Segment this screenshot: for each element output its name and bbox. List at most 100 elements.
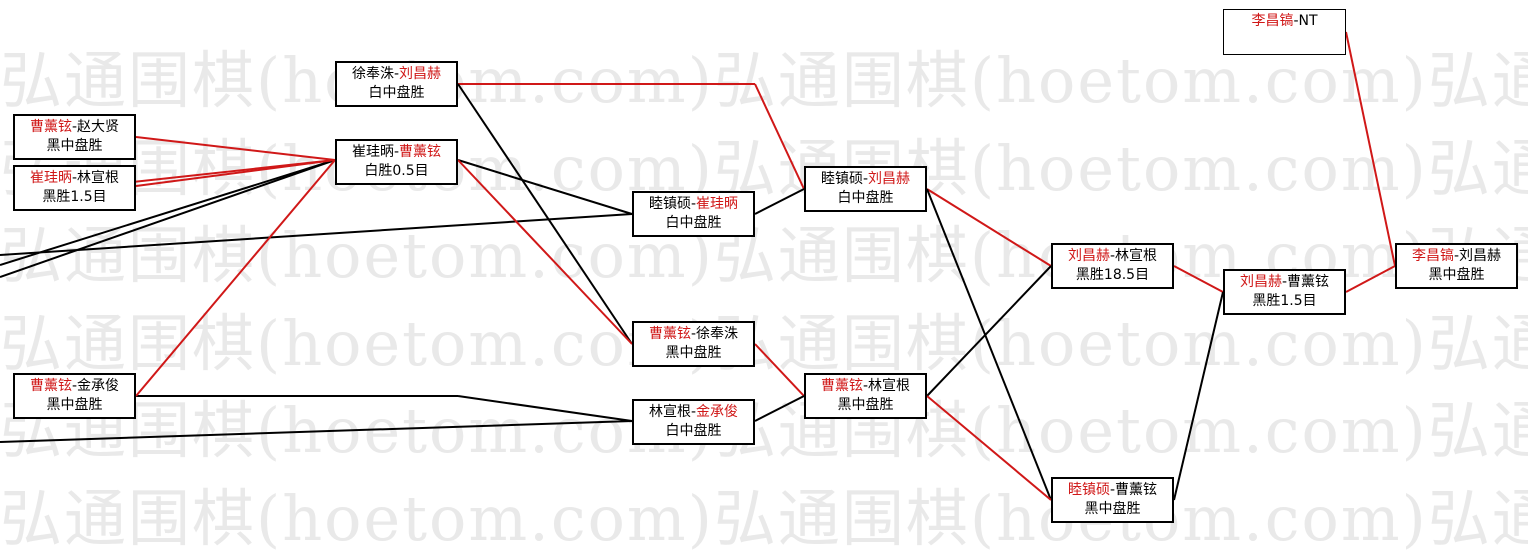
match-node-r5b: 睦镇硕-曹薰铉黑中盘胜 [1051,477,1174,523]
match-players: 李昌镐-刘昌赫 [1397,247,1516,266]
player-name-winner: 曹薰铉 [399,144,442,160]
bracket-line [457,159,633,215]
player-separator: - [862,171,869,187]
bracket-line [1173,291,1224,501]
bracket-line [457,395,633,422]
match-result: 黑中盘胜 [837,397,894,413]
player-name: 徐奉洙 [351,66,394,82]
player-name-winner: 曹薰铉 [820,378,863,394]
match-result: 白中盘胜 [665,423,722,439]
bracket-line [457,159,633,345]
match-result: 黑中盘胜 [1428,267,1485,283]
match-node-r3c: 林宣根-金承俊白中盘胜 [632,399,755,445]
match-result: 黑中盘胜 [665,345,722,361]
match-result: 黑胜1.5目 [1252,293,1317,309]
player-name-winner: 刘昌赫 [1239,274,1282,290]
match-node-final: 李昌镐-刘昌赫黑中盘胜 [1395,243,1518,289]
player-name-winner: 睦镇硕 [1067,482,1110,498]
player-name-winner: 刘昌赫 [868,171,911,187]
match-node-r4a: 睦镇硕-刘昌赫白中盘胜 [804,166,927,212]
bracket-line [754,188,805,215]
player-name: 林宣根 [1115,248,1158,264]
match-players: 刘昌赫-林宣根 [1053,247,1172,266]
bracket-line [926,265,1052,397]
match-players: 曹薰铉-徐奉洙 [634,325,753,344]
player-separator: - [393,144,400,160]
match-players: 刘昌赫-曹薰铉 [1225,273,1344,292]
bracket-line [457,83,633,345]
player-name: 曹薰铉 [1287,274,1330,290]
bracket-line [135,159,336,397]
player-separator: - [393,66,400,82]
match-players: 睦镇硕-曹薰铉 [1053,481,1172,500]
match-node-r3a: 睦镇硕-崔珪昞白中盘胜 [632,191,755,237]
player-separator: - [71,378,78,394]
match-node-r2a: 徐奉洙-刘昌赫白中盘胜 [335,61,458,107]
match-players: 睦镇硕-崔珪昞 [634,195,753,214]
player-name: 林宣根 [77,170,120,186]
bracket-line [754,343,805,397]
player-name: 睦镇硕 [648,196,691,212]
player-name-winner: 崔珪昞 [696,196,739,212]
player-separator: - [1453,248,1460,264]
match-node-r1b: 崔珪昞-林宣根黑胜1.5目 [13,165,136,211]
match-players: 徐奉洙-刘昌赫 [337,65,456,84]
player-separator: - [1109,482,1116,498]
player-name: 徐奉洙 [696,326,739,342]
match-result: 黑胜18.5目 [1075,267,1150,283]
match-players: 林宣根-金承俊 [634,403,753,422]
player-separator: - [1281,274,1288,290]
player-separator: - [690,404,697,420]
bracket-line [0,213,633,256]
player-name: 金承俊 [77,378,120,394]
bracket-line [926,395,1052,501]
player-name-winner: 刘昌赫 [399,66,442,82]
bracket-line [135,159,336,187]
match-node-r1a: 曹薰铉-赵大贤黑中盘胜 [13,114,136,160]
player-name-winner: 曹薰铉 [29,378,72,394]
bracket-line [135,136,336,161]
match-result: 白中盘胜 [368,85,425,101]
match-result: 白中盘胜 [665,215,722,231]
player-separator: - [690,196,697,212]
player-separator: - [690,326,697,342]
bracket-line [754,395,805,422]
match-result: 黑胜1.5目 [42,189,107,205]
bracket-line [1173,265,1224,293]
match-players: 崔珪昞-林宣根 [15,169,134,188]
player-separator: - [862,378,869,394]
match-players: 睦镇硕-刘昌赫 [806,170,925,189]
player-name: 林宣根 [648,404,691,420]
player-name-winner: 曹薰铉 [29,119,72,135]
bracket-line [926,188,1052,501]
player-name: 睦镇硕 [820,171,863,187]
match-players: 李昌镐-NT [1224,12,1345,31]
bracket-line [754,83,805,190]
bracket-line [0,159,336,278]
match-node-r7a: 李昌镐-NT [1223,9,1346,55]
bracket-line [926,188,1052,267]
bracket-line [0,420,633,443]
player-name-winner: 李昌镐 [1411,248,1454,264]
match-result: 黑中盘胜 [46,397,103,413]
player-name-winner: 刘昌赫 [1067,248,1110,264]
match-node-r1c: 曹薰铉-金承俊黑中盘胜 [13,373,136,419]
match-node-r4b: 曹薰铉-林宣根黑中盘胜 [804,373,927,419]
player-name-winner: 崔珪昞 [29,170,72,186]
match-node-r3b: 曹薰铉-徐奉洙黑中盘胜 [632,321,755,367]
player-name-winner: 金承俊 [696,404,739,420]
match-result: 黑中盘胜 [1084,501,1141,517]
match-players: 崔珪昞-曹薰铉 [337,143,456,162]
player-name: 刘昌赫 [1459,248,1502,264]
player-name: 崔珪昞 [351,144,394,160]
player-separator: - [71,170,78,186]
player-name: 赵大贤 [77,119,120,135]
match-players: 曹薰铉-林宣根 [806,377,925,396]
player-name: 林宣根 [868,378,911,394]
match-result: 白中盘胜 [837,190,894,206]
match-players: 曹薰铉-金承俊 [15,377,134,396]
match-node-r2b: 崔珪昞-曹薰铉白胜0.5目 [335,139,458,185]
player-name: NT [1298,13,1318,29]
player-name-winner: 曹薰铉 [648,326,691,342]
match-result: 黑中盘胜 [46,138,103,154]
